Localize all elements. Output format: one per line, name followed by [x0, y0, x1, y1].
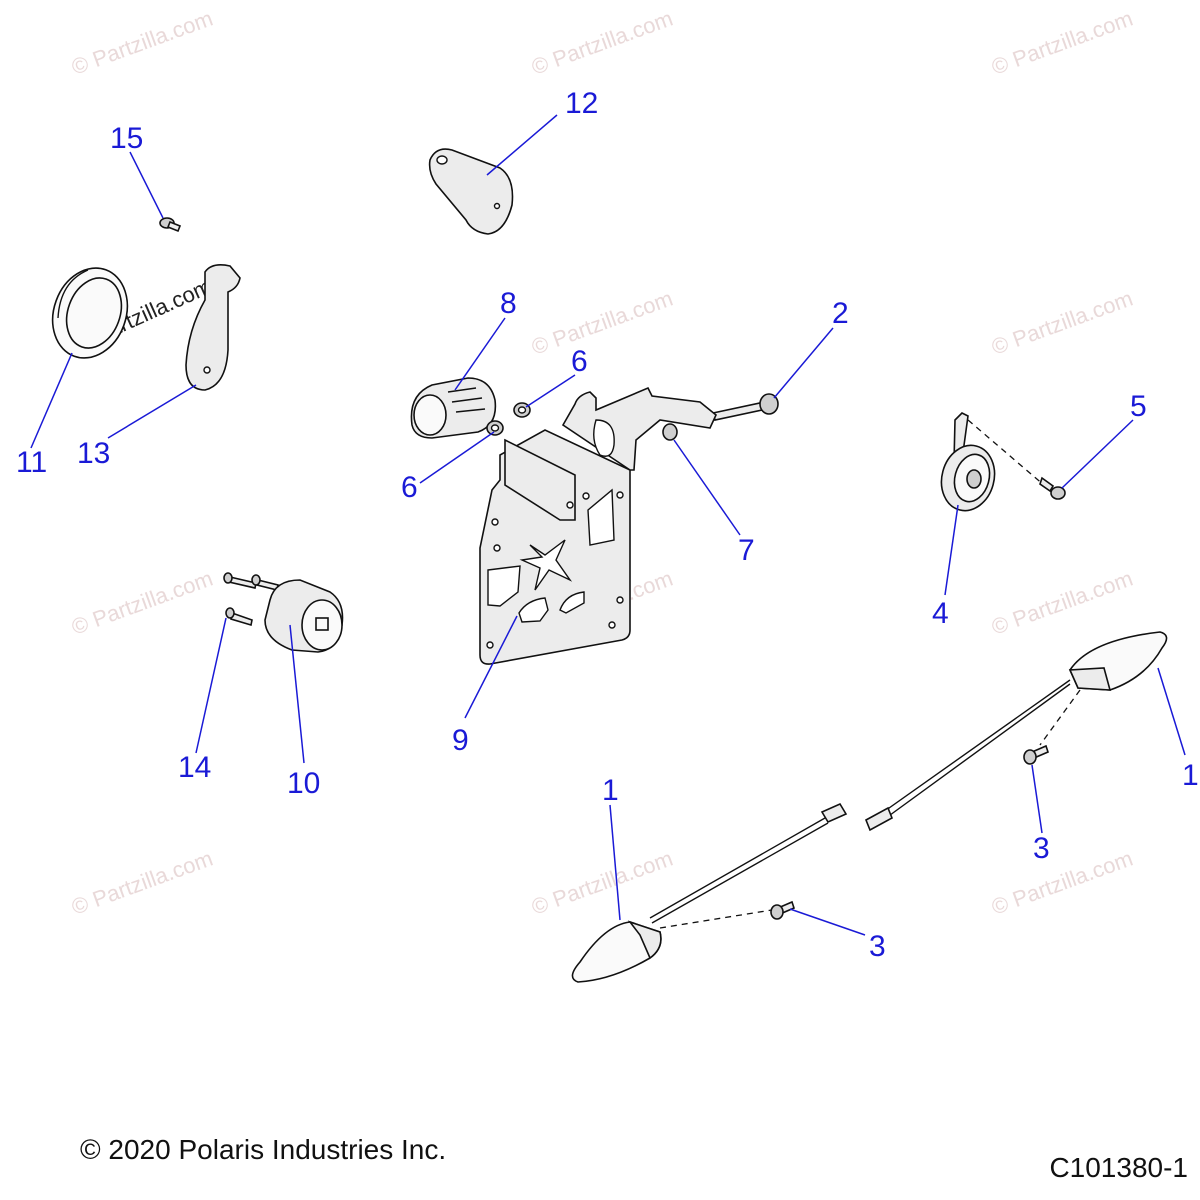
- callout-6: 6: [401, 471, 418, 504]
- part-13-bracket: [185, 264, 241, 391]
- part-10-housing: [264, 579, 344, 653]
- watermark: © Partzilla.com: [528, 846, 676, 920]
- watermark: © Partzilla.com: [68, 566, 216, 640]
- watermark: © Partzilla.com: [988, 846, 1136, 920]
- part-3-screw: [770, 900, 795, 920]
- watermark: © Partzilla.com: [988, 286, 1136, 360]
- callout-9: 9: [452, 724, 469, 757]
- callout-11: 11: [16, 446, 47, 479]
- part-9-plate-bracket: [479, 386, 717, 665]
- watermark: © Partzilla.com: [528, 6, 676, 80]
- callout-10: 10: [287, 767, 320, 800]
- leader-lines: [30, 114, 1186, 936]
- part-14-screws: [223, 572, 279, 627]
- watermark: © Partzilla.com: [68, 6, 216, 80]
- part-1-turn-signal-left: [571, 802, 848, 983]
- watermark: © Partzilla.com: [528, 286, 676, 360]
- callout-2: 2: [832, 297, 849, 330]
- callout-1: 1: [602, 774, 619, 807]
- callout-3: 3: [1033, 832, 1050, 865]
- callout-3: 3: [869, 930, 886, 963]
- copyright-notice: © 2020 Polaris Industries Inc.: [80, 1134, 447, 1165]
- callout-4: 4: [932, 597, 949, 630]
- part-8-connector: [410, 377, 497, 439]
- part-7-nut: [662, 423, 678, 441]
- drawing-number: C101380-1: [1049, 1152, 1188, 1183]
- callout-5: 5: [1130, 390, 1147, 423]
- part-4-horn: [940, 412, 1053, 512]
- callout-15: 15: [110, 122, 143, 155]
- callout-1: 1: [1182, 759, 1199, 792]
- part-1-turn-signal-right: [864, 631, 1168, 832]
- callout-6: 6: [571, 345, 588, 378]
- callout-13: 13: [77, 437, 110, 470]
- watermark: © Partzilla.com: [68, 846, 216, 920]
- part-11-ring: [51, 267, 129, 359]
- watermark: © Partzilla.com: [988, 566, 1136, 640]
- callouts: 15 12 11 13 8 6 6 2 7 5 4 9 10 14 1 3 1 …: [16, 87, 1199, 963]
- watermark: © Partzilla.com: [988, 6, 1136, 80]
- callout-7: 7: [738, 534, 755, 567]
- callout-8: 8: [500, 287, 517, 320]
- part-12-bracket: [428, 148, 514, 235]
- part-15-screw: [159, 217, 182, 233]
- part-5-screw: [1039, 476, 1066, 500]
- callout-14: 14: [178, 751, 211, 784]
- part-3-screw: [1023, 744, 1049, 765]
- callout-12: 12: [565, 87, 598, 120]
